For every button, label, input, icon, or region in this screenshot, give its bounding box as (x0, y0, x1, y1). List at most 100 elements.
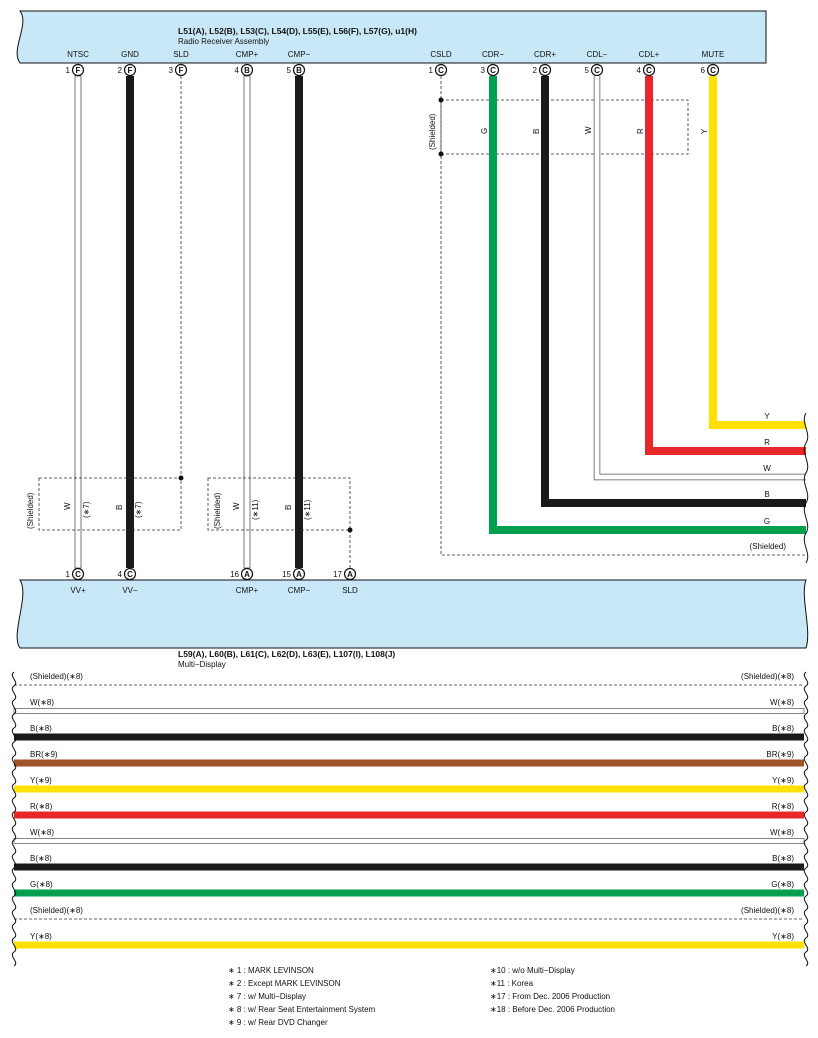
note-1: ∗ 1 : MARK LEVINSON (228, 966, 314, 975)
harness-wire (14, 811, 804, 819)
top-connector-circle (71, 63, 85, 77)
top-connector: B5 (287, 63, 306, 77)
bottom-connector-letter: A (347, 570, 353, 579)
bottom-connector-letter: A (244, 570, 250, 579)
shield-label-1: (Shielded) (26, 492, 35, 529)
top-pin-number: 1 (429, 66, 434, 75)
wire-break-right (803, 412, 809, 564)
top-connector-circle (292, 63, 306, 77)
harness-wire (14, 733, 804, 741)
harness-label-left: W(∗8) (30, 698, 54, 707)
bottom-connector: A 16 (230, 567, 254, 581)
harness-label-left: Y(∗9) (30, 776, 52, 785)
note-9: ∗ 9 : w/ Rear DVD Changer (228, 1018, 328, 1027)
pin-label-csld: CSLD (430, 50, 452, 59)
top-connector-circle (590, 63, 604, 77)
harness-row: Y(∗9) Y(∗9) (14, 776, 804, 793)
top-connector-circle (538, 63, 552, 77)
bottom-connector-circle (343, 567, 357, 581)
pin-label-vv-minus: VV− (122, 586, 138, 595)
harness-row: R(∗8) R(∗8) (14, 802, 804, 819)
bottom-connector-circle (71, 567, 85, 581)
top-connector-letter: F (179, 66, 184, 75)
wire-hlabel-shielded: (Shielded) (750, 542, 787, 551)
top-connector-letter: F (128, 66, 133, 75)
top-connector: F2 (118, 63, 137, 77)
top-connector: C5 (585, 63, 604, 77)
note-18: ∗18 : Before Dec. 2006 Production (490, 1005, 615, 1014)
notes-left: ∗ 1 : MARK LEVINSON ∗ 2 : Except MARK LE… (228, 966, 376, 1027)
bottom-connector: A15 (282, 567, 306, 581)
bottom-pin-number: 17 (333, 570, 342, 579)
top-connector: F1 (66, 63, 85, 77)
wire-csld-shield (440, 76, 806, 556)
wire-cdl-minus-white (594, 76, 806, 480)
pin-label-gnd: GND (121, 50, 139, 59)
bottom-connector-letter: C (75, 570, 81, 579)
harness-wire (13, 708, 805, 714)
harness-label-left: B(∗8) (30, 724, 52, 733)
bottom-connector-circle (292, 567, 306, 581)
top-pin-labels: NTSC GND SLD CMP+ CMP− CSLD CDR− CDR+ CD… (67, 50, 724, 59)
top-pin-number: 5 (585, 66, 590, 75)
top-connector: F3 (169, 63, 188, 77)
top-connector: C6 (701, 63, 720, 77)
top-pin-number: 4 (235, 66, 240, 75)
bottom-pin-number: 15 (282, 570, 291, 579)
shield-outline-2 (207, 477, 351, 531)
top-connector-letter: C (710, 66, 716, 75)
wire-gnd-black (126, 76, 134, 568)
harness-wire (14, 785, 804, 793)
wire-vlabel-b: B (532, 129, 541, 134)
top-connector-letter: C (542, 66, 548, 75)
harness-row: Y(∗8)Y(∗8) (14, 932, 804, 949)
bottom-pin-number: 16 (230, 570, 239, 579)
wire-ntsc-white (74, 75, 82, 569)
bottom-connector-circle (123, 567, 137, 581)
note-2: ∗ 2 : Except MARK LEVINSON (228, 979, 341, 988)
shield-junction-1 (178, 475, 184, 481)
wire-vlabel-r: R (636, 128, 645, 134)
top-connector-letter: B (296, 66, 302, 75)
shield-junction-2 (347, 527, 353, 533)
wire-mute-yellow (709, 76, 806, 429)
top-pin-number: 6 (701, 66, 706, 75)
wire-cdl-plus-red (645, 76, 806, 455)
harness-label-right: R(∗8) (772, 802, 795, 811)
top-connector-circle (434, 63, 448, 77)
top-connector-letter: C (490, 66, 496, 75)
top-connector-circle (174, 63, 188, 77)
wire-vlabel-w: W (584, 126, 593, 134)
top-connector: C2 (533, 63, 552, 77)
wire-vlabel-g: G (480, 128, 489, 134)
bottom-pin-labels: VV+ VV− CMP+ CMP− SLD (70, 586, 358, 595)
harness-label-left: R(∗8) (30, 802, 53, 811)
shield-outline-1 (38, 477, 182, 531)
harness-wire (14, 889, 804, 897)
wire-cdl-minus-outline (593, 76, 806, 481)
shield-label-2: (Shielded) (213, 492, 222, 529)
wire-cdr-plus-black (541, 76, 806, 507)
note-7: ∗ 7 : w/ Multi−Display (228, 992, 306, 1001)
wire-label-w-7: W (63, 502, 72, 510)
harness-label-right: Y(∗9) (772, 776, 794, 785)
top-connector-letter: B (244, 66, 250, 75)
top-pin-number: 1 (66, 66, 71, 75)
harness-row: BR(∗9)BR(∗9) (14, 750, 804, 767)
note-8: ∗ 8 : w/ Rear Seat Entertainment System (228, 1005, 376, 1014)
top-connector-letter: C (594, 66, 600, 75)
wire-label-b-7: B (115, 505, 124, 510)
top-connector-circle (240, 63, 254, 77)
harness-break-right (803, 671, 809, 967)
bottom-connector: A 17 (333, 567, 357, 581)
top-connector-circle (706, 63, 720, 77)
wire-label-w-11: W (232, 502, 241, 510)
wire-note-11a: (∗11) (251, 499, 260, 520)
harness-wire (14, 759, 804, 767)
top-pin-number: 4 (637, 66, 642, 75)
top-pin-number: 2 (533, 66, 538, 75)
shield-junction-3b (438, 151, 444, 157)
